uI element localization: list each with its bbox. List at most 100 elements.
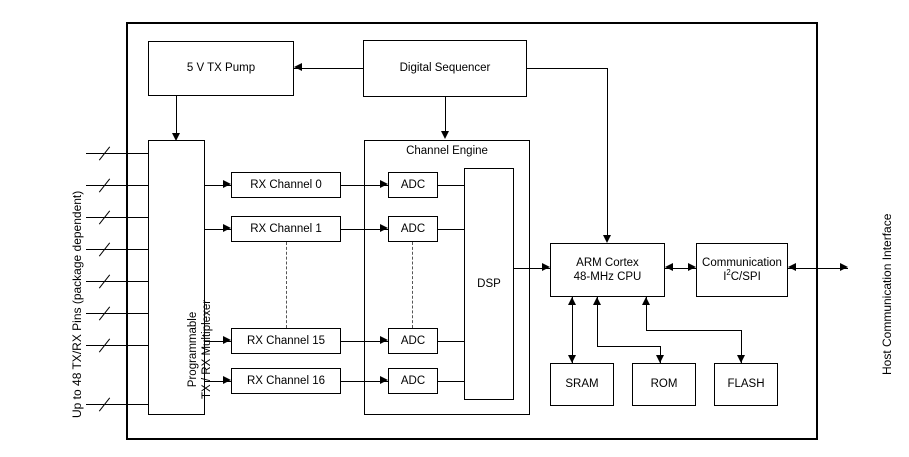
arrowhead-right	[542, 263, 550, 272]
block-digital-sequencer-label: Digital Sequencer	[399, 62, 491, 75]
conn-cpu-rom-v1	[597, 297, 598, 346]
arrowhead-right	[840, 263, 848, 272]
cpu-label-line1: ARM Cortex	[576, 256, 639, 269]
pin-line	[86, 404, 148, 405]
chip-boundary	[126, 22, 818, 440]
pin-line	[86, 345, 148, 346]
conn-adc16-to-dsp	[438, 381, 472, 382]
host-interface-label: Host Communication Interface	[880, 213, 894, 375]
conn-adc0-to-dsp	[438, 185, 472, 186]
arrowhead-down	[171, 133, 180, 141]
adc-label: ADC	[400, 222, 426, 235]
block-adc-1[interactable]: ADC	[388, 216, 438, 242]
memory-label: ROM	[650, 378, 678, 391]
block-adc-16[interactable]: ADC	[388, 368, 438, 394]
block-flash[interactable]: FLASH	[714, 363, 778, 406]
group-channel-engine	[364, 140, 530, 415]
arrowhead-down	[440, 131, 449, 139]
arrowhead-right	[688, 263, 696, 272]
comm-label-i2c: I2C/SPI	[723, 268, 761, 283]
conn-dsp-to-cpu	[514, 268, 550, 269]
arrowhead-right	[223, 224, 231, 233]
arrowhead-right	[380, 180, 388, 189]
arrowhead-right	[380, 376, 388, 385]
pin-line	[86, 185, 148, 186]
conn-sequencer-to-cpu-h	[527, 68, 608, 69]
conn-mux-to-rx1	[205, 229, 231, 230]
block-rx-channel-0[interactable]: RX Channel 0	[231, 172, 341, 198]
arrowhead-left	[788, 263, 796, 272]
block-communication-text: Communication I2C/SPI	[702, 256, 782, 285]
arrowhead-left	[294, 63, 302, 72]
conn-adc15-to-dsp	[438, 341, 472, 342]
conn-comm-to-host	[788, 268, 848, 269]
comm-label-line1: Communication	[702, 256, 782, 269]
block-adc-0[interactable]: ADC	[388, 172, 438, 198]
arrowhead-right	[223, 336, 231, 345]
adc-ellipsis	[412, 242, 413, 328]
conn-cpu-flash-h	[646, 330, 742, 331]
pin-line	[86, 313, 148, 314]
block-rom[interactable]: ROM	[632, 363, 696, 406]
memory-label: FLASH	[727, 378, 765, 391]
block-arm-cpu-text: ARM Cortex 48-MHz CPU	[574, 256, 642, 285]
arrowhead-up	[567, 297, 576, 305]
rx-channel-label: RX Channel 1	[250, 222, 322, 235]
arrowhead-right	[380, 224, 388, 233]
arrowhead-right	[223, 180, 231, 189]
block-dsp[interactable]: DSP	[464, 168, 514, 400]
mux-label-line2: TX / RX Multiplexer	[201, 299, 213, 399]
block-rx-channel-1[interactable]: RX Channel 1	[231, 216, 341, 242]
arrowhead-down	[736, 355, 745, 363]
conn-cpu-flash-v1	[646, 297, 647, 330]
conn-cpu-flash-v2	[741, 330, 742, 363]
conn-sequencer-to-txpump	[294, 68, 363, 69]
adc-label: ADC	[400, 178, 426, 191]
pin-line	[86, 217, 148, 218]
rx-channel-label: RX Channel 15	[247, 334, 325, 347]
block-arm-cpu[interactable]: ARM Cortex 48-MHz CPU	[550, 243, 665, 297]
conn-adc1-to-dsp	[438, 229, 472, 230]
left-pins-label: Up to 48 TX/RX Pins (package dependent)	[70, 190, 84, 418]
conn-mux-to-rx16	[205, 381, 231, 382]
block-programmable-mux[interactable]: Programmable TX / RX Multiplexer	[148, 140, 213, 415]
rx-channel-label: RX Channel 0	[250, 178, 322, 191]
conn-sequencer-to-channel-engine	[445, 97, 446, 133]
conn-mux-to-rx15	[205, 341, 231, 342]
block-programmable-mux-label: Programmable TX / RX Multiplexer	[186, 300, 214, 399]
conn-rx0-to-adc0	[341, 185, 388, 186]
cpu-label-line2: 48-MHz CPU	[573, 271, 642, 283]
adc-label: ADC	[400, 374, 426, 387]
adc-label: ADC	[400, 334, 426, 347]
group-channel-engine-label: Channel Engine	[406, 145, 488, 157]
block-dsp-label: DSP	[477, 277, 501, 290]
arrowhead-down	[567, 355, 576, 363]
block-tx-pump[interactable]: 5 V TX Pump	[148, 41, 294, 96]
arrowhead-left	[665, 263, 673, 272]
pin-line	[86, 153, 148, 154]
conn-rx15-to-adc2	[341, 341, 388, 342]
conn-cpu-rom-v2	[660, 346, 661, 363]
conn-rx1-to-adc1	[341, 229, 388, 230]
block-sram[interactable]: SRAM	[550, 363, 614, 406]
block-communication[interactable]: Communication I2C/SPI	[696, 243, 788, 297]
conn-txpump-to-mux	[176, 96, 177, 135]
conn-sequencer-to-cpu-v	[607, 68, 608, 236]
block-rx-channel-15[interactable]: RX Channel 15	[231, 328, 341, 354]
block-tx-pump-label: 5 V TX Pump	[186, 62, 256, 75]
arrowhead-down	[655, 355, 664, 363]
conn-mux-to-rx0	[205, 185, 231, 186]
conn-rx16-to-adc3	[341, 381, 388, 382]
pin-line	[86, 281, 148, 282]
block-digital-sequencer[interactable]: Digital Sequencer	[363, 40, 527, 97]
arrowhead-up	[641, 297, 650, 305]
rx-channel-ellipsis	[286, 242, 287, 328]
arrowhead-down	[602, 235, 611, 243]
conn-cpu-sram	[572, 297, 573, 363]
arrowhead-up	[592, 297, 601, 305]
block-adc-15[interactable]: ADC	[388, 328, 438, 354]
block-rx-channel-16[interactable]: RX Channel 16	[231, 368, 341, 394]
arrowhead-right	[380, 336, 388, 345]
mux-label-line1: Programmable	[187, 311, 199, 388]
